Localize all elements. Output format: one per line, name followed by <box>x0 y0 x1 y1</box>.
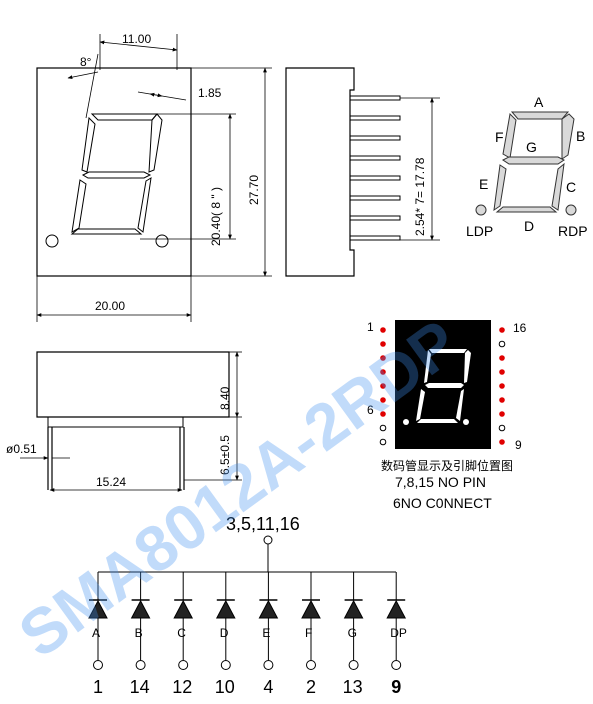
no-pin-note: 7,8,15 NO PIN <box>395 474 486 490</box>
common-pins-label: 3,5,11,16 <box>226 514 300 534</box>
diode-f: F2 <box>301 572 321 697</box>
segment-map: A B C D E F G LDP RDP <box>466 94 588 239</box>
diode-dp: DP 9 <box>386 572 407 697</box>
segment-a <box>510 111 570 120</box>
display-digit <box>403 349 471 425</box>
front-rdp-dot <box>155 234 169 248</box>
label-e: E <box>479 176 488 192</box>
dim-row-spacing: 15.24 <box>96 475 126 489</box>
front-view: 11.00 8° 1.85 20.40( 8 " ) 27.70 20.00 <box>36 32 272 322</box>
segment-e <box>493 164 507 212</box>
dim-digit-height: 20.40( 8 " ) <box>209 187 223 246</box>
diode-pin-number: 9 <box>391 677 401 697</box>
bottom-view: 8.40 6.5±0.5 ø0.51 15.24 <box>6 351 242 492</box>
dim-line-width-top <box>99 40 178 52</box>
common-terminal <box>263 535 273 545</box>
dim-slant: 8° <box>80 55 92 69</box>
diode-pin-number: 10 <box>215 677 235 697</box>
segment-c <box>551 162 565 211</box>
diode-segment-label: DP <box>390 626 407 640</box>
label-b: B <box>576 128 585 144</box>
diode-pin-number: 4 <box>263 677 273 697</box>
diode-pin-number: 14 <box>130 677 150 697</box>
label-g: G <box>526 139 537 155</box>
segment-d <box>495 206 558 213</box>
label-f: F <box>495 129 504 145</box>
diode-d: D 10 <box>215 572 236 697</box>
dim-pin-length: 6.5±0.5 <box>218 435 232 475</box>
side-pins <box>349 95 401 241</box>
diode-pin-number: 1 <box>93 677 103 697</box>
pin-6-label: 6 <box>367 403 374 417</box>
right-pin-column <box>498 327 506 445</box>
diode-segment-label: C <box>177 626 186 640</box>
dim-pin-span: 2.54* 7= 17.78 <box>413 157 427 236</box>
diode-segment-label: G <box>348 626 357 640</box>
diode-e: E4 <box>258 572 279 697</box>
diode-segment-label: B <box>135 626 143 640</box>
diode-pin-number: 12 <box>172 677 192 697</box>
bottom-body-outline <box>36 351 230 418</box>
pinout-diagram: 1 6 16 9 数码管显示及引脚位置图 7,8,15 NO PIN 6NO C… <box>367 320 527 511</box>
rdp-dot <box>565 204 577 216</box>
dim-depth: 8.40 <box>218 386 232 410</box>
label-c: C <box>566 179 576 195</box>
pinout-caption: 数码管显示及引脚位置图 <box>381 458 513 473</box>
diode-c: C 12 <box>172 572 194 697</box>
pin-1-label: 1 <box>367 320 374 334</box>
ldp-dot <box>475 204 487 216</box>
diode-pin-number: 2 <box>306 677 316 697</box>
dim-segment-thickness: 1.85 <box>198 86 222 100</box>
front-ldp-dot <box>45 234 59 248</box>
diode-segment-label: F <box>305 626 312 640</box>
label-ldp: LDP <box>466 223 493 239</box>
side-body-outline <box>285 67 355 277</box>
segment-g <box>502 156 565 165</box>
front-digit-outline <box>70 113 163 235</box>
label-d: D <box>524 218 534 234</box>
label-a: A <box>534 94 544 110</box>
diode-g: G 13 <box>343 572 364 697</box>
dim-pin-diameter: ø0.51 <box>6 442 37 456</box>
segment-b <box>561 113 575 160</box>
diode-a: A1 <box>88 572 108 697</box>
front-body-outline <box>36 67 192 277</box>
side-view: 2.54* 7= 17.78 <box>285 67 440 277</box>
pin-9-label: 9 <box>515 438 522 452</box>
diode-segment-label: E <box>262 626 270 640</box>
diode-segment-label: A <box>92 626 100 640</box>
diode-segment-label: D <box>220 626 229 640</box>
no-connect-note: 6NO C0NNECT <box>393 495 492 511</box>
left-pin-column <box>379 327 387 446</box>
dim-width-top: 11.00 <box>122 32 151 46</box>
diode-b: B 14 <box>130 572 151 697</box>
label-rdp: RDP <box>558 223 588 239</box>
diode-pin-number: 13 <box>343 677 363 697</box>
dim-body-width: 20.00 <box>95 299 125 313</box>
pin-16-label: 16 <box>513 321 527 335</box>
segment-f <box>502 112 517 159</box>
dim-body-height: 27.70 <box>247 175 261 205</box>
